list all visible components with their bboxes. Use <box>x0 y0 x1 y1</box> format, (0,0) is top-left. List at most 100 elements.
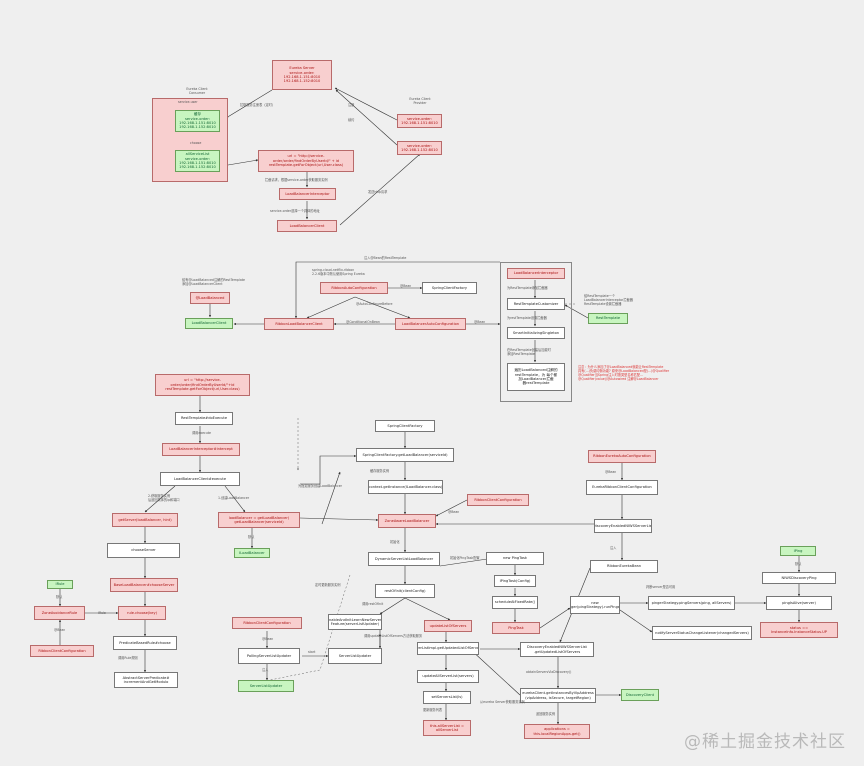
cache-lb-label: 缓存服务实例 <box>370 469 390 473</box>
rest-of-init-node: restOfInit(clientConfig) <box>375 584 435 598</box>
bean-label-3: @Bean <box>54 628 66 632</box>
obtain-servers-label: obtainServersViaDiscovery() <box>526 670 572 674</box>
renew-label: 续约 <box>348 118 355 122</box>
eureka-server-node: Eureka Server service-order: 192.168.1.1… <box>272 60 332 90</box>
lb-client-top-node: LoadBalancerClient <box>277 220 337 232</box>
set-servers-list-node: setServersList(ls) <box>423 691 471 704</box>
rt-customizer-loop-node: 遍历LoadBalanced注解的 restTemplate，为 每个都 加Lo… <box>507 363 565 391</box>
ping-task-node: PingTask <box>492 622 540 634</box>
consumer-label: Eureka Client Consumer <box>186 87 208 95</box>
set-interceptors-label: 为restTemplate设置拦截器 <box>507 316 547 320</box>
discovery-client-node: DiscoveryClient <box>621 689 659 701</box>
register-label: 注册 <box>348 103 355 107</box>
update-all-server-list-node: updateAllServerList(servers) <box>417 670 479 683</box>
service-user-label: service-user <box>178 100 198 104</box>
choose-instance-label: service-order选择一个具体的地址 <box>270 209 320 213</box>
zone-aware-lb-node: ZoneAwareLoadBalancer <box>378 514 436 528</box>
smart-init-node: SmartInitializingSingleton <box>507 327 565 339</box>
discovery-enabled-niws-server-list-node: DiscoveryEnabledNIWSServerList .getUpdat… <box>520 642 594 657</box>
lb-intercept-node: LoadBalancerInterceptor#intercept <box>162 443 240 456</box>
rule-label: IRule <box>98 611 106 615</box>
polling-server-list-updater-node: PollingServerListUpdater <box>238 648 300 664</box>
ribbon-eureka-bean-node: RibbonEurekaBean <box>590 560 658 573</box>
red-note-label: 注意：为什么添加了@LoadBalanced就能让RestTemplate 具有… <box>578 365 670 381</box>
base-lb-choose-node: BaseLoadBalancer#chooseServer <box>110 578 178 592</box>
ping-config-label: 初始化PingTask配置 <box>450 556 480 560</box>
bean-label-1: @Bean <box>400 284 412 288</box>
ping-strategy-node: pingerStrategy.pingServers(ping, allServ… <box>648 596 735 610</box>
iload-balancer-node: ILoadBalancer <box>234 548 270 558</box>
factory-get-lb-node: SpringClientFactory.getLoadBalancer(serv… <box>356 448 454 462</box>
spring-client-factory-low-node: SpringClientFactory <box>375 420 435 432</box>
new-iping-task-node: new PingTask <box>486 552 544 565</box>
autoconfig-after-label: @AutoConfigureBefore <box>356 302 393 306</box>
inject-label: 注入 <box>262 668 269 672</box>
rt-execute-node: RestTemplate#doExecute <box>175 412 233 425</box>
intercept-note-label: 拦截请求，根据service-order获取服务实例 <box>265 178 328 182</box>
niws-discovery-ping-node: NIWSDiscoveryPing <box>762 572 836 584</box>
set-list-label: 更新服务列表 <box>423 708 443 712</box>
lb-interceptor-right-node: LoadBalancerInterceptor <box>507 268 565 279</box>
add-interceptor-label: 为RestTemplate添加拦截器 <box>507 286 548 290</box>
return-instances-label: 返回服务实例 <box>536 712 556 716</box>
ribbon-client-config-right-node: RibbonClientConfiguration <box>467 494 529 506</box>
applications-node: applications = this.localRegionApps.get(… <box>524 724 590 739</box>
discovery-enabled-niws-node: DiscoveryEnabledNIWSServerList <box>594 519 652 533</box>
get-server-node: getServer(loadBalancer, hint) <box>112 513 178 527</box>
server-list-impl-node: serverListImpl.getUpdatedListOfServers() <box>417 642 479 655</box>
url-call-mid-node: url = "http://service- order/order/findO… <box>155 374 250 396</box>
enable-polling-node: enableAndInitLearnNewServers Feature(ser… <box>328 614 382 630</box>
url-call-node: url = "http://service-order/order/findOr… <box>258 150 354 172</box>
at-loadbalanced-node: @LoadBalanced <box>190 292 230 304</box>
schedule-ping-node: scheduleAtFixedRate() <box>492 596 538 609</box>
pull-registry-label: 拉取服务注册表（定时） <box>240 103 276 107</box>
customizer-note-label: 给RestTemplate一个 LoadBalancerInterceptor拦… <box>584 294 633 306</box>
resttemplate-node: RestTemplate <box>588 313 628 324</box>
watermark: @稀土掘金技术社区 <box>684 732 846 752</box>
server-list-updater-impl-node: ServerListUpdater <box>328 648 382 664</box>
eureka-ribbon-client-config-node: EurekaRibbonClientConfiguration <box>586 480 658 495</box>
default-label-3: 默认 <box>795 562 802 566</box>
choose-server-node: chooseServer <box>107 543 180 558</box>
updater-label: 定时更新服务实例 <box>315 583 341 587</box>
lb-client-execute-node: LoadBalancerClient#execute <box>160 472 240 486</box>
factory-label: 为指定服务创建LoadBalancer <box>298 484 342 488</box>
registry-cache-node: 缓存 service-order: 192.168.1.151:8010 192… <box>175 110 220 132</box>
send-request-label: 发送http请求 <box>368 190 388 194</box>
default-label-2: 默认 <box>248 535 255 539</box>
zone-avoid-rule-node: ZoneAvoidanceRule <box>34 606 85 620</box>
rule-choose-node: rule.choose(key) <box>118 606 166 620</box>
provider-node-2: service-order: 192.168.1.152:8010 <box>397 141 442 155</box>
rt-customizer-node: RestTemplateCustomizer <box>507 298 565 310</box>
ribbon-eureka-auto-config-node: RibbonEurekaAutoConfiguration <box>588 450 656 463</box>
niws-note-label: 判断server是否可用 <box>646 585 676 589</box>
irule-node: IRule <box>47 580 73 589</box>
bean-label-4: @Bean <box>448 510 460 514</box>
create-lb-label: 1.创建LoadBalancer <box>218 496 250 500</box>
bean-label-5: @Bean <box>262 637 274 641</box>
update-list-of-servers-node: updateListOfServers <box>424 620 472 632</box>
instance-status-node: status == InstanceInfo.InstanceStatus.UP <box>760 622 838 638</box>
ping-is-alive-node: pingIsAlive(server) <box>766 596 832 610</box>
dynamic-server-list-lb-node: DynamicServerListLoadBalancer <box>368 552 440 566</box>
smart-note-label: 在RestTemplate创建后加载时 添加RestTemplate <box>507 348 551 356</box>
lb-auto-config-node: LoadBalancerAutoConfiguration <box>395 318 466 330</box>
provider-label: Eureka Client Provider <box>409 97 431 105</box>
lb-client-mid-node: LoadBalancerClient <box>185 318 233 329</box>
abstract-server-predicate-node: AbstractServerPredicate# incrementAndGet… <box>114 672 178 688</box>
iping-task-node: IPingTask(Config) <box>494 575 536 587</box>
polling-label: start <box>308 650 316 654</box>
eureka-pull-label: 从eureka Server获取服务实例 <box>480 700 525 704</box>
iping-node: IPing <box>780 546 816 556</box>
ribbon-eureka-note: spring-cloud-netflix-ribbon 2.2.6版本中默认使用… <box>312 268 365 276</box>
update-label: 调用updateListOfServers方法获取服务 <box>364 634 423 638</box>
loadbalanced-note: 给有@LoadBalanced注解的RestTemplate 添加@LoadBa… <box>182 278 245 286</box>
notify-status-node: notifyServerStatusChangeListener(changed… <box>652 626 752 640</box>
autowired-list-label: 注入@Bean的RestTemplate <box>364 256 407 260</box>
ribbon-client-config-bottom-node: RibbonClientConfiguration <box>232 617 302 629</box>
ribbon-client-config-left-node: RibbonClientConfiguration <box>30 645 94 657</box>
eureka-client-get-node: eurekaClient.getInstancesByVipAddress (v… <box>520 688 596 703</box>
dispatch-label: 2.获取服务实例 后返回具体的ip和端口 <box>148 494 180 502</box>
intercept-to-execute-label: 调用execute <box>192 431 212 435</box>
